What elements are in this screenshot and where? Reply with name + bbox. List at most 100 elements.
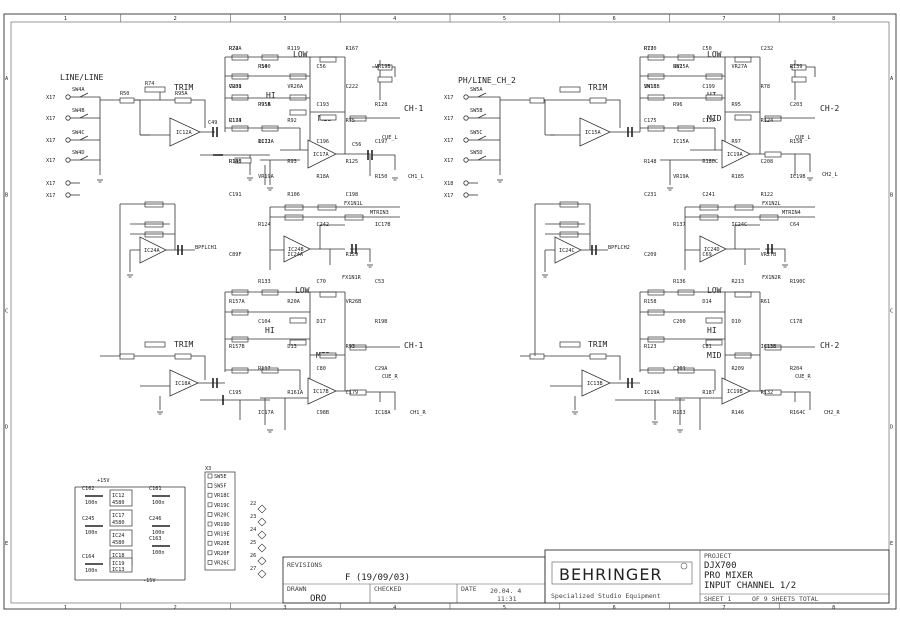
channel1-part-ref: R167: [346, 46, 359, 52]
channel2-part-ref: IC24C: [732, 222, 748, 228]
ch1-cue-bottom: CUE_R: [382, 374, 398, 380]
power-cap-ref: C245: [82, 516, 95, 522]
channel2-part-ref: R180C: [702, 159, 718, 165]
channel2-switch-label: SW5A: [470, 87, 483, 93]
ch1-cue-top: CUE_L: [382, 135, 398, 141]
channel2-part-ref: C135: [702, 118, 715, 124]
channel1-jack-icon: [65, 192, 71, 198]
channel2-part-ref: IC15A: [673, 139, 689, 145]
svg-text:IC17B: IC17B: [313, 389, 329, 395]
power-cap-value: 100n: [85, 500, 98, 506]
channel1-switch-label: SW4C: [72, 130, 85, 136]
svg-text:IC13B: IC13B: [587, 381, 603, 387]
power-ic-block: [109, 489, 133, 507]
channel1-part-ref: IC17B: [375, 222, 391, 228]
channel2-jack-icon: [463, 192, 469, 198]
ch2-phones-bottom: CH2_R: [824, 410, 840, 416]
brand-name: BEHRINGER: [559, 565, 663, 584]
header-pin-icon: [207, 540, 213, 546]
channel2-jack-label: X17: [444, 95, 453, 101]
channel2-part-ref: C175: [644, 118, 657, 124]
power-decoupling: +15V -15V IC124580IC174580IC244580IC1845…: [74, 478, 186, 584]
channel2-switch-icon: [477, 113, 487, 119]
channel2-part-ref: R77: [644, 46, 653, 52]
power-cap-ref: C246: [149, 516, 162, 522]
channel2-switch-icon: [477, 155, 487, 161]
channel1-part-ref: C53: [375, 279, 384, 285]
channel2-part-ref: R209: [732, 366, 745, 372]
svg-text:R74: R74: [145, 81, 154, 87]
power-cap-ref: C163: [149, 536, 162, 542]
ch2-eq-low-label: LOW: [707, 50, 722, 59]
svg-text:IC18A: IC18A: [175, 381, 191, 387]
ch1-phones-bottom: CH1_R: [410, 410, 426, 416]
channel1-part-ref: C198: [346, 192, 359, 198]
grid-row-left: E: [5, 541, 8, 547]
channel2-switch-label: SW5C: [470, 130, 483, 136]
header-pin-label: SW5E: [214, 474, 227, 480]
channel1-part-ref: R140: [258, 64, 271, 70]
channel2-part-ref: R132: [761, 390, 774, 396]
date-label: DATE: [461, 585, 477, 593]
channel1-part-ref: R50: [258, 64, 267, 70]
channel1-part-ref: C89F: [229, 252, 242, 258]
channel2-part-ref: R190C: [790, 279, 806, 285]
channel1-part-ref: VR26B: [346, 299, 362, 305]
svg-text:IC19B: IC19B: [727, 389, 743, 395]
ch2-fx-bottom: FX1N2R: [762, 275, 782, 281]
channel1-part-ref: IC17A: [258, 410, 274, 416]
ch2-opamp-ic15a: [579, 117, 611, 147]
header-pins: SW5ESW5FVR18CVR19CVR20CVR19DVR19EVR20EVR…: [204, 471, 236, 571]
channel2-part-ref: R146: [732, 410, 745, 416]
channel2-part-ref: R137: [673, 222, 686, 228]
ch1-eq-hi-label-2: HI: [265, 326, 275, 335]
channel2-part-ref: C203: [790, 102, 803, 108]
drawn-label: DRAWN: [287, 585, 307, 593]
grid-col-top: 3: [283, 16, 286, 22]
grid-row-right: E: [890, 541, 893, 547]
ch1-input-label: LINE/LINE: [60, 73, 104, 82]
grid-col-bottom: 3: [283, 605, 286, 611]
channel1-part-ref: C70: [317, 279, 326, 285]
power-ic-type: 4580: [112, 500, 125, 506]
test-point-label: 25: [250, 540, 256, 546]
ch2-opamp-ic13b: [581, 369, 611, 397]
ch2-phones-top: CH2_L: [822, 172, 838, 178]
power-ic-blocks: IC124580IC174580IC244580IC184580IC19IC13…: [82, 486, 170, 574]
grid-col-top: 2: [174, 16, 177, 22]
channel1-part-ref: IC12A: [258, 139, 274, 145]
channel2-part-ref: R122: [761, 192, 774, 198]
channel1-part-ref: C29A: [375, 366, 388, 372]
svg-text:IC19A: IC19A: [727, 152, 743, 158]
channel1-part-ref: C174: [229, 118, 242, 124]
grid-col-bottom: 7: [722, 605, 725, 611]
svg-text:IC24A: IC24A: [144, 248, 160, 254]
channel1-jack-icon: [65, 94, 71, 100]
power-ic-block: [109, 509, 133, 527]
power-cap-ref: C161: [149, 486, 162, 492]
channel1-part-ref: C191: [229, 192, 242, 198]
power-ic-name: IC17: [112, 513, 125, 519]
channel2-part-ref: R96: [673, 102, 682, 108]
grid-col-top: 8: [832, 16, 835, 22]
ch1-opamp-ic17b: [307, 377, 337, 405]
power-minus-label: -15V: [143, 578, 156, 584]
channel1-part-ref: R124: [258, 222, 271, 228]
channel2-part-ref: VR27A: [732, 64, 748, 70]
channel2-part-ref: VR19A: [673, 174, 689, 180]
channel2-part-ref: IC13B: [761, 344, 777, 350]
channel1-part-ref: R19B: [375, 319, 388, 325]
channel-1: LINE/LINE X17X17X17X17X17X17SW4ASW4BSW4C…: [46, 50, 426, 430]
grid-row-right: A: [890, 76, 894, 82]
channel1-part-ref: R157A: [229, 299, 245, 305]
channel1-part-ref: R117: [258, 366, 271, 372]
ch1-fx-top: FX1N1L: [344, 201, 363, 207]
channel1-part-ref: C104: [258, 319, 271, 325]
channel1-jack-label: X17: [46, 138, 55, 144]
power-ic-name: IC18: [112, 553, 125, 559]
grid-col-bottom: 1: [64, 605, 67, 611]
header-pin-icon: [207, 483, 213, 488]
